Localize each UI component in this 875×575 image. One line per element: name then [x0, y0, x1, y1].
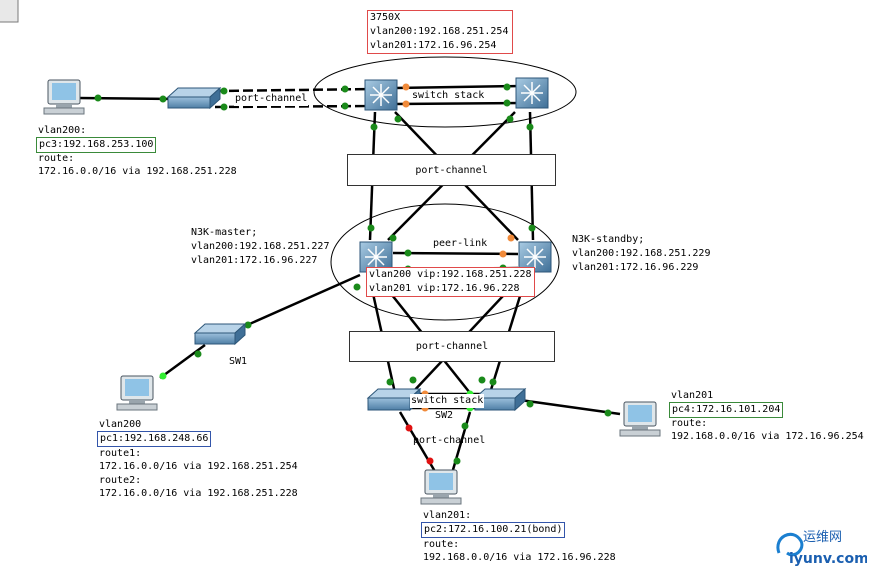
peer-link-label: peer-link	[433, 238, 488, 249]
links	[77, 84, 621, 481]
pc4-name: pc4:172.16.101.204	[669, 402, 784, 418]
pc1-route2-label: route2:	[99, 475, 142, 486]
port-channel-top-label: port-channel	[415, 164, 488, 176]
core-switch-right[interactable]	[515, 77, 549, 109]
core-vlan201: vlan201:172.16.96.254	[370, 40, 497, 51]
watermark-swirl-icon: 运维网 iyunv.com	[776, 530, 869, 567]
pc2-vlan: vlan201:	[423, 510, 472, 521]
pc4-vlan: vlan201	[671, 390, 714, 401]
watermark-logo: 运维网 iyunv.com	[771, 523, 869, 569]
pc3-port-channel-label: port-channel	[234, 92, 309, 106]
sw2-label: SW2	[435, 410, 454, 421]
pc3-computer[interactable]	[43, 79, 85, 115]
vip-vlan201: vlan201 vip:172.16.96.228	[369, 283, 520, 294]
n3k-standby-vlan200: vlan200:192.168.251.229	[572, 248, 711, 259]
sw2-port-channel-label: port-channel	[413, 435, 486, 446]
sw1-switch[interactable]	[193, 322, 247, 346]
pc1-vlan: vlan200	[99, 419, 142, 430]
pc4-computer[interactable]	[619, 401, 661, 437]
sw2-switch-right[interactable]	[473, 387, 527, 412]
core-title: 3750X	[370, 12, 401, 23]
n3k-standby-vlan201: vlan201:172.16.96.229	[572, 262, 699, 273]
pc1-route2: 172.16.0.0/16 via 192.168.251.228	[99, 488, 298, 499]
pc1-route1-label: route1:	[99, 448, 142, 459]
pc3-route-label: route:	[38, 153, 75, 164]
n3k-master-title: N3K-master;	[191, 227, 258, 238]
core-switch-left[interactable]	[364, 79, 398, 111]
vip-vlan200: vlan200 vip:192.168.251.228	[369, 269, 532, 280]
window-fragment	[0, 0, 19, 23]
n3k-master-vlan201: vlan201:172.16.96.227	[191, 255, 318, 266]
watermark-en: iyunv.com	[789, 551, 867, 567]
watermark-cn: 运维网	[803, 530, 842, 545]
n3k-ellipse	[330, 203, 560, 321]
pc1-computer[interactable]	[116, 375, 158, 411]
core-stack-ellipse	[313, 56, 577, 128]
pc2-route: 192.168.0.0/16 via 172.16.96.228	[423, 552, 616, 563]
sw2-stack-label: switch stack	[410, 394, 485, 408]
access-switch-top[interactable]	[166, 86, 222, 110]
pc2-name: pc2:172.16.100.21(bond)	[421, 522, 566, 538]
port-channel-top-box: port-channel	[347, 154, 556, 186]
port-dots	[94, 83, 612, 465]
port-channel-mid-box: port-channel	[349, 331, 555, 362]
pc1-name: pc1:192.168.248.66	[97, 431, 212, 447]
pc2-computer[interactable]	[420, 469, 462, 505]
sw1-label: SW1	[229, 356, 248, 367]
pc4-route-label: route:	[671, 418, 708, 429]
pc1-route1: 172.16.0.0/16 via 192.168.251.254	[99, 461, 298, 472]
n3k-standby-title: N3K-standby;	[572, 234, 645, 245]
n3k-master-vlan200: vlan200:192.168.251.227	[191, 241, 330, 252]
core-stack-label: switch stack	[412, 90, 485, 101]
core-info-box: 3750X vlan200:192.168.251.254 vlan201:17…	[367, 10, 513, 54]
core-vlan200: vlan200:192.168.251.254	[370, 26, 509, 37]
pc3-name: pc3:192.168.253.100	[36, 137, 157, 153]
port-channel-mid-label: port-channel	[415, 341, 489, 352]
pc3-vlan: vlan200:	[38, 125, 87, 136]
vip-box: vlan200 vip:192.168.251.228 vlan201 vip:…	[366, 267, 535, 297]
pc4-route: 192.168.0.0/16 via 172.16.96.254	[671, 431, 864, 442]
pc2-route-label: route:	[423, 539, 460, 550]
pc3-route: 172.16.0.0/16 via 192.168.251.228	[38, 166, 237, 177]
